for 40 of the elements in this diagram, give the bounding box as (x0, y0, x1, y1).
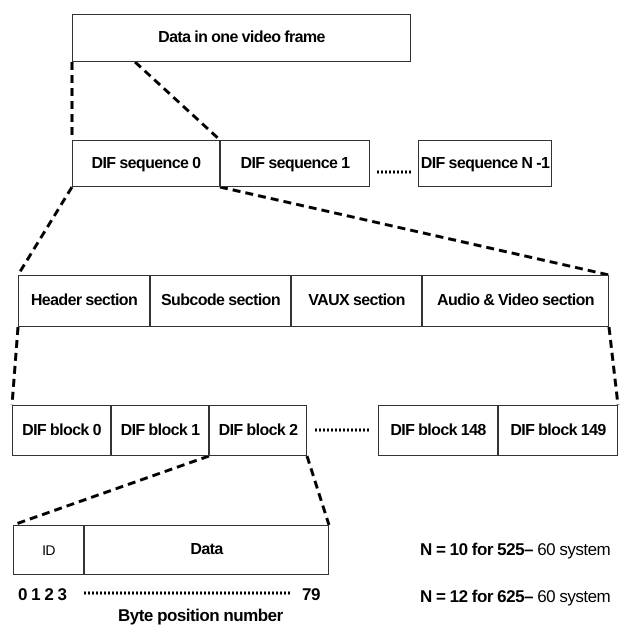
segment-box (209, 405, 307, 456)
segment-box (150, 275, 291, 327)
box-label: ID (42, 542, 55, 558)
segment-box (13, 525, 84, 575)
zoom-line (134, 60, 222, 142)
box-label: VAUX section (308, 292, 405, 310)
byte-numbers: 0 1 2 3 (18, 585, 66, 605)
box-label: Audio & Video section (437, 292, 594, 310)
zoom-line (10, 326, 20, 406)
box-label: Data in one video frame (158, 29, 325, 47)
zoom-line (220, 186, 610, 276)
box-label: DIF sequence 1 (240, 154, 350, 172)
segment-box (18, 275, 150, 327)
segment-box (498, 405, 618, 456)
box-label: Data (190, 541, 223, 559)
zoom-line (608, 326, 620, 406)
segment-box (220, 140, 370, 187)
segment-box (422, 275, 609, 327)
segment-box (72, 140, 220, 187)
box-label: DIF sequence N -1 (420, 154, 550, 172)
box-label: DIF block 149 (510, 422, 606, 440)
segment-box (72, 14, 411, 62)
box-label: DIF block 148 (390, 422, 486, 440)
byte-number: 79 (302, 585, 320, 605)
segment-box (378, 405, 498, 456)
segment-box (418, 140, 552, 187)
box-label: DIF sequence 0 (92, 154, 200, 172)
box-label: DIF block 1 (120, 422, 200, 440)
note: N = 12 for 625– 60 system (420, 587, 610, 607)
box-label: Subcode section (160, 292, 280, 310)
axis-caption: Byte position number (118, 606, 283, 626)
segment-box (111, 405, 209, 456)
segment-box (12, 405, 111, 456)
zoom-line (306, 456, 330, 526)
box-label: DIF block 2 (218, 422, 298, 440)
box-label: Header section (30, 292, 138, 310)
box-label: DIF block 0 (22, 422, 101, 440)
segment-box (84, 525, 329, 575)
segment-box (291, 275, 422, 327)
note: N = 10 for 525– 60 system (420, 540, 610, 560)
